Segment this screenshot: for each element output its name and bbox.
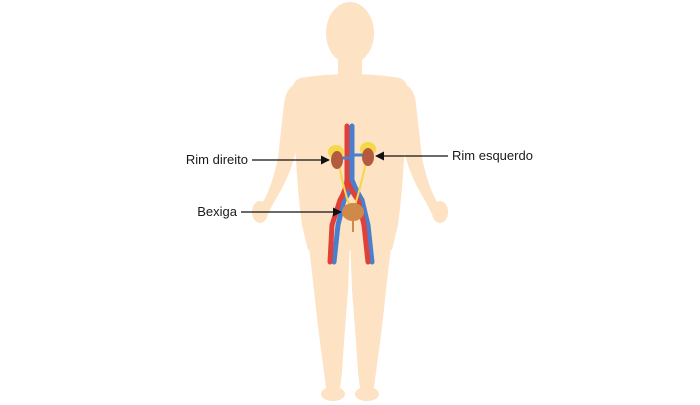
- label-bladder: Bexiga: [197, 204, 238, 219]
- label-right-kidney: Rim direito: [186, 152, 248, 167]
- kidney-right-organ: [328, 145, 344, 169]
- leg-left: [350, 238, 392, 388]
- human-body-silhouette: [252, 2, 448, 401]
- arm-left: [398, 82, 445, 220]
- bladder: [342, 203, 364, 221]
- neck: [338, 55, 362, 79]
- kidney-right: [331, 151, 343, 169]
- label-left-kidney: Rim esquerdo: [452, 148, 533, 163]
- kidney-left: [362, 148, 374, 166]
- bladder-organ: [342, 203, 364, 232]
- iliac-artery-left: [344, 177, 371, 265]
- leg-right: [308, 238, 350, 388]
- foot-left: [355, 387, 379, 401]
- arm-right: [255, 82, 302, 220]
- kidney-left-organ: [360, 142, 376, 166]
- hand-left: [432, 201, 448, 223]
- foot-right: [321, 387, 345, 401]
- head: [326, 2, 374, 64]
